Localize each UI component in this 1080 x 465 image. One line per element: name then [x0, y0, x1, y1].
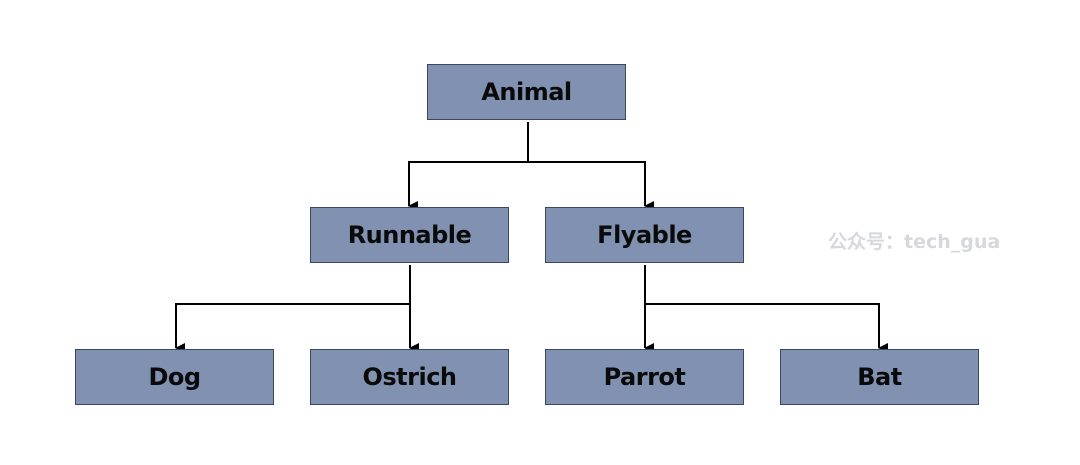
- node-parrot: Parrot: [545, 349, 744, 405]
- edge-runnable-dog: [175, 265, 411, 353]
- edge-animal-runnable: [408, 122, 529, 211]
- node-flyable: Flyable: [545, 207, 744, 263]
- node-bat: Bat: [780, 349, 979, 405]
- watermark: 公众号：tech_gua: [828, 231, 1001, 253]
- edge-animal-flyable: [528, 161, 654, 211]
- node-ostrich: Ostrich: [310, 349, 509, 405]
- node-dog: Dog: [75, 349, 274, 405]
- edge-flyable-bat: [645, 303, 888, 353]
- node-animal: Animal: [427, 64, 626, 120]
- node-runnable: Runnable: [310, 207, 509, 263]
